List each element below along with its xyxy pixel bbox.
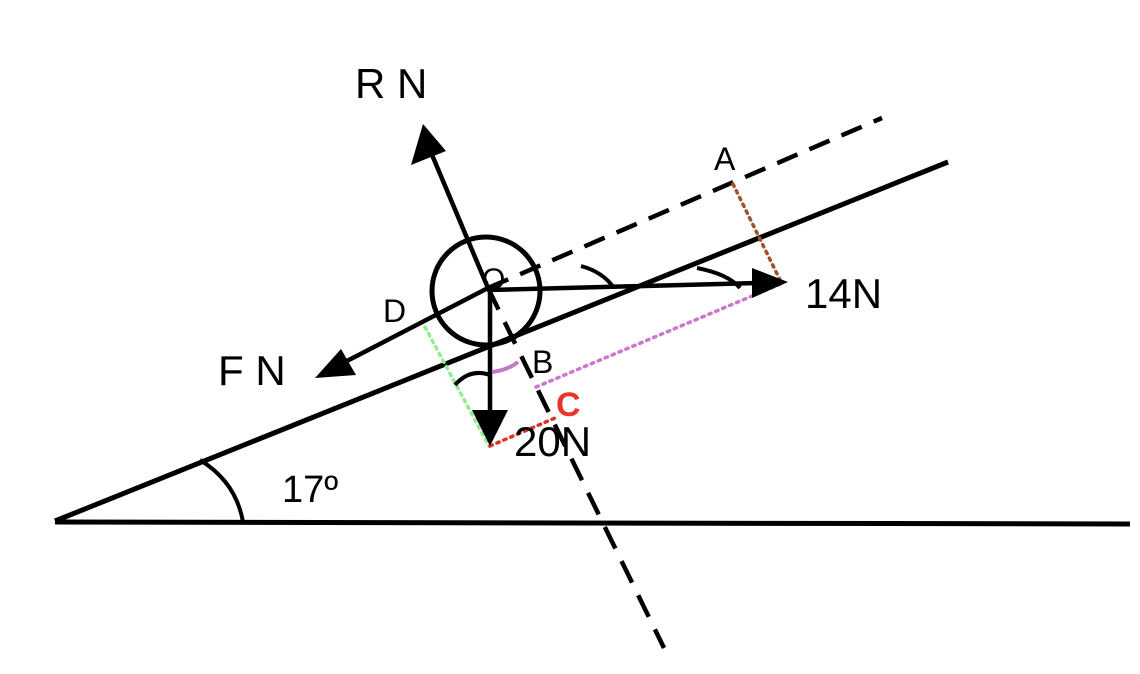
label-point-d: D bbox=[383, 293, 406, 329]
weight-arrowhead bbox=[472, 410, 508, 446]
dashed-perpendicular-axis bbox=[485, 287, 667, 649]
friction-arrowhead bbox=[315, 349, 356, 378]
angle-arc-dashed-to-force bbox=[580, 264, 616, 290]
applied-force-arrowhead bbox=[752, 268, 788, 298]
dotted-line-b bbox=[534, 281, 785, 389]
body-circle bbox=[429, 234, 543, 348]
label-point-a: A bbox=[714, 141, 736, 177]
label-friction: F N bbox=[218, 347, 286, 394]
label-point-o: O bbox=[482, 263, 505, 296]
dotted-line-d bbox=[423, 325, 491, 448]
angle-arc-slope-to-force bbox=[696, 266, 742, 290]
dotted-line-c bbox=[488, 416, 557, 448]
label-applied-force: 14N bbox=[805, 270, 882, 317]
friction-arrow-shaft bbox=[343, 286, 490, 364]
angle-arc-weight-perpendicular bbox=[453, 371, 491, 387]
label-point-c: C bbox=[556, 386, 581, 424]
label-weight: 20N bbox=[514, 418, 591, 465]
label-point-b: B bbox=[532, 344, 553, 380]
reaction-arrow-shaft bbox=[427, 149, 491, 289]
reaction-arrowhead bbox=[411, 124, 446, 165]
label-incline-angle: 17º bbox=[282, 469, 338, 511]
applied-force-arrow-shaft bbox=[487, 280, 759, 293]
dashed-parallel-axis bbox=[487, 115, 883, 291]
label-reaction: R N bbox=[355, 60, 427, 107]
dotted-line-a bbox=[731, 182, 784, 286]
incline-angle-arc bbox=[198, 458, 245, 523]
angle-arc-b bbox=[491, 360, 520, 374]
ground-line bbox=[54, 519, 1131, 527]
